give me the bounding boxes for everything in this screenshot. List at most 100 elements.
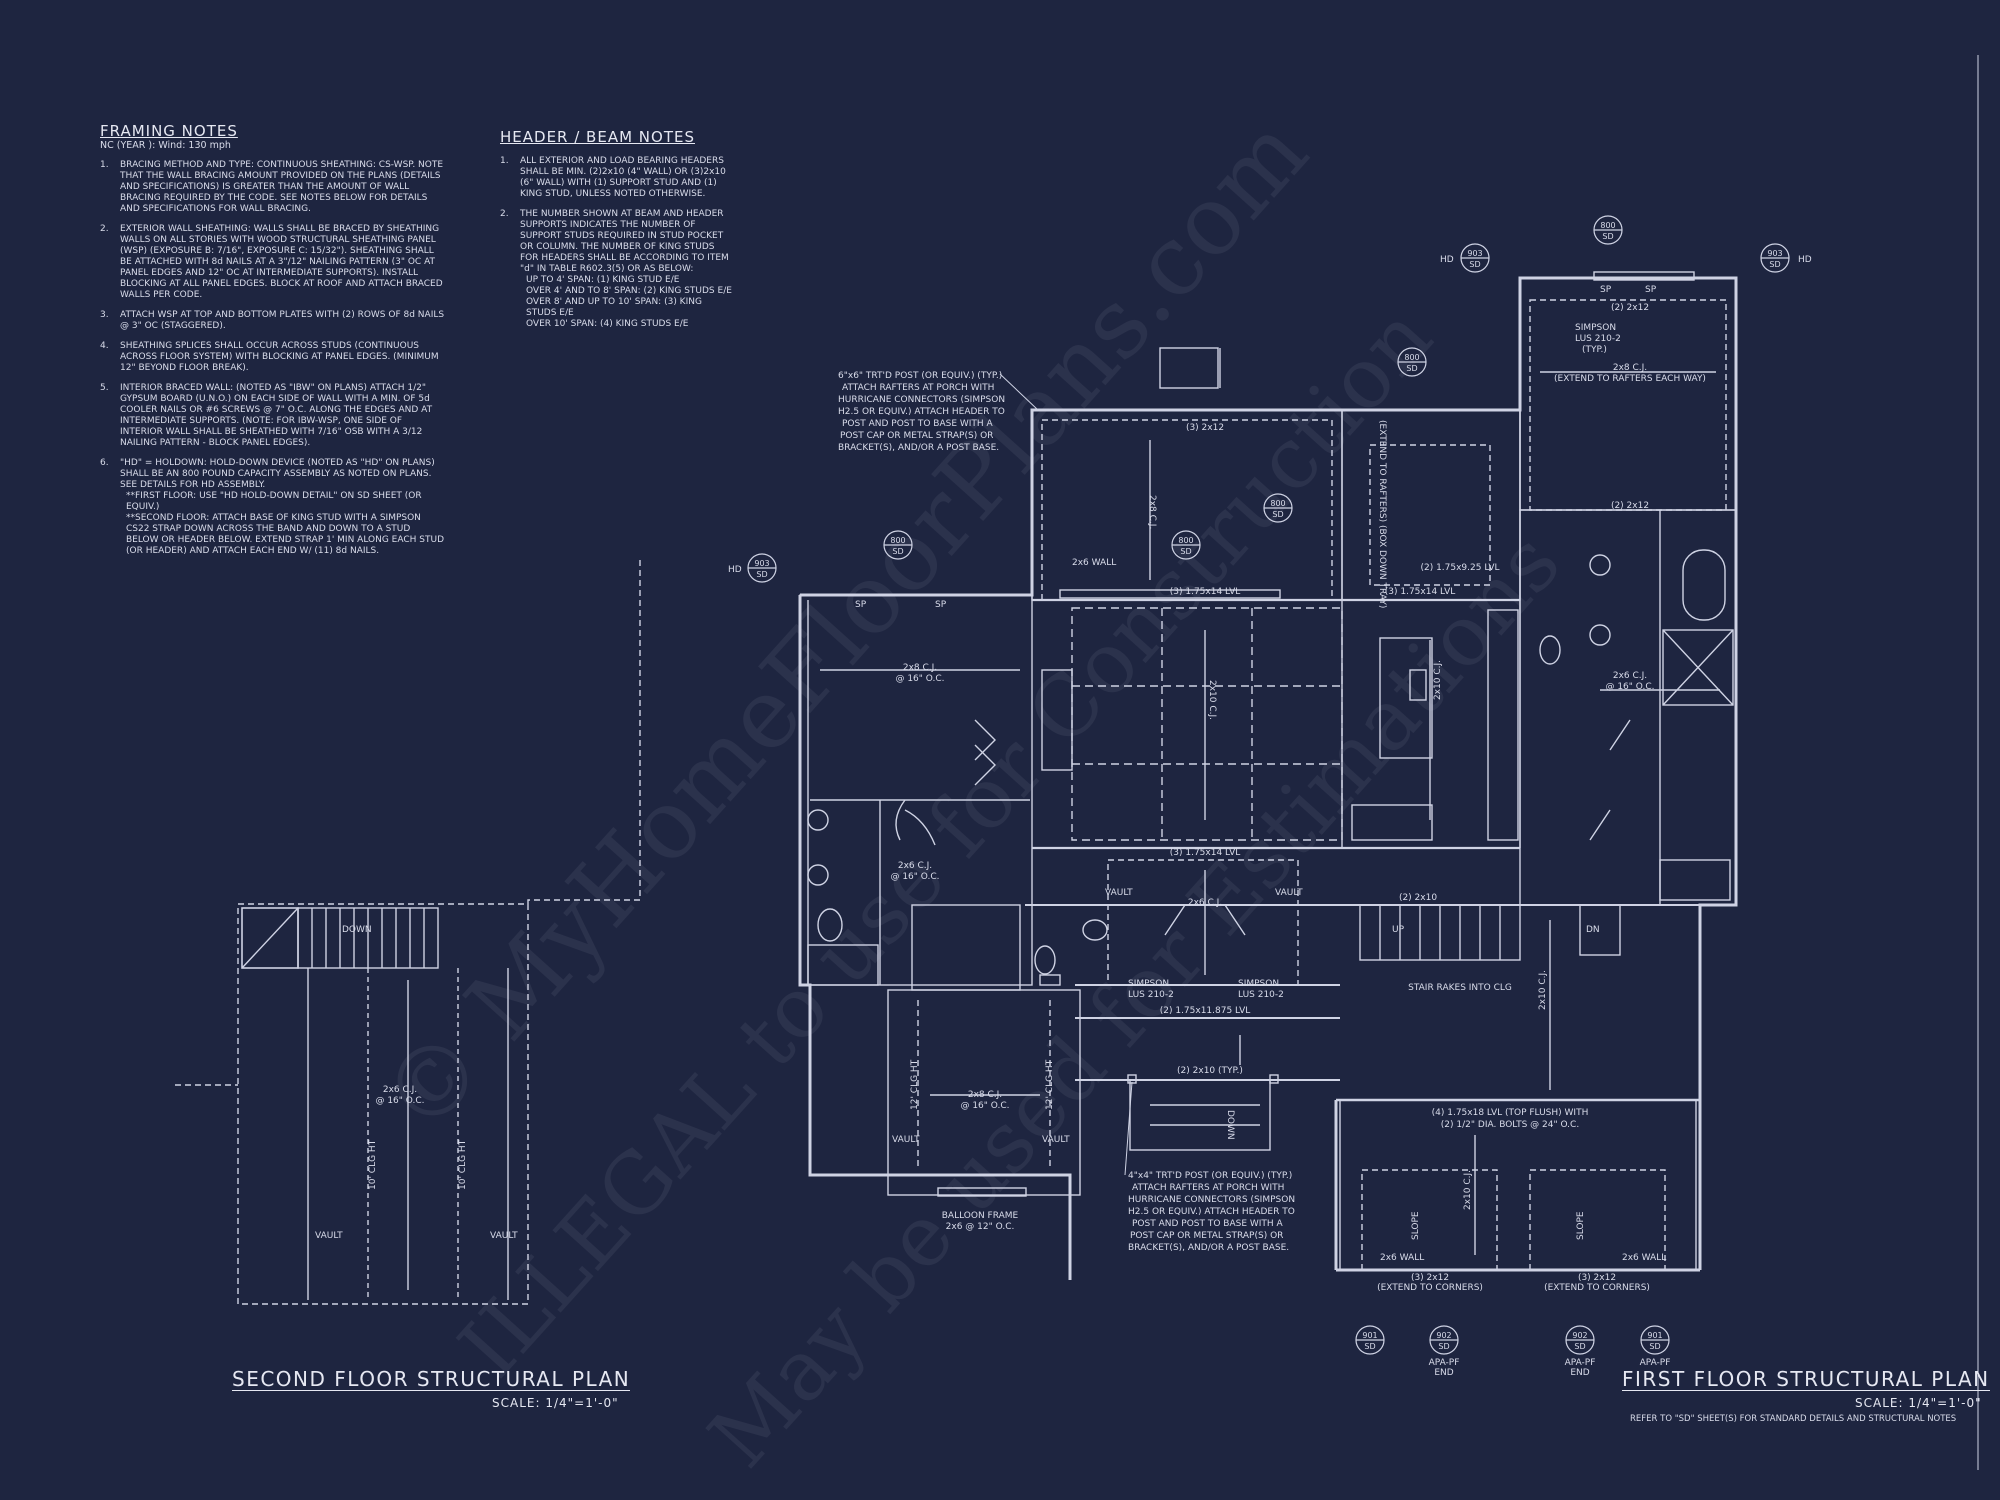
section-callouts bbox=[747, 215, 1790, 1355]
toilet bbox=[1034, 945, 1056, 975]
bathtub bbox=[807, 944, 879, 986]
wall-sp bbox=[1059, 589, 1281, 599]
label-cj: 2x10 C.J. bbox=[1463, 1170, 1473, 1210]
callout-sheet: SD bbox=[892, 547, 903, 556]
foyer-joists bbox=[1107, 859, 1299, 986]
door-swing bbox=[1164, 904, 1186, 936]
framing-note: 3.ATTACH WSP AT TOP AND BOTTOM PLATES WI… bbox=[100, 310, 445, 331]
door-swing bbox=[895, 799, 906, 841]
callout-sheet: SD bbox=[1272, 510, 1283, 519]
label-sp: SP bbox=[1645, 285, 1657, 295]
label-apa: APA-PF bbox=[1640, 1358, 1671, 1368]
door-swing bbox=[1224, 904, 1246, 936]
garage-door-header bbox=[1361, 1169, 1498, 1271]
kitchen-counter bbox=[1487, 609, 1519, 841]
header-subnote: UP TO 4' SPAN: (1) KING STUD E/E bbox=[526, 275, 680, 285]
svg-text:ATTACH RAFTERS AT PORCH WITH: ATTACH RAFTERS AT PORCH WITH bbox=[842, 383, 994, 393]
door-swing bbox=[1609, 719, 1631, 751]
second-floor-outline-link bbox=[527, 560, 641, 904]
callout-number: 901 bbox=[1362, 1331, 1377, 1340]
label-hd: HD bbox=[1798, 255, 1812, 265]
post-note-top: 6"x6" TRT'D POST (OR EQUIV.) (TYP.) ATTA… bbox=[838, 371, 1039, 453]
island-sink bbox=[1409, 669, 1427, 701]
label-header: (3) 2x12 bbox=[1411, 1273, 1449, 1283]
label-lvl: (3) 1.75x14 LVL bbox=[1170, 848, 1240, 858]
sink bbox=[1589, 624, 1611, 646]
framing-subnote: **FIRST FLOOR: USE "HD HOLD-DOWN DETAIL"… bbox=[126, 491, 422, 512]
second-floor-plan bbox=[175, 560, 641, 1305]
callout-sheet: SD bbox=[1574, 1342, 1585, 1351]
label-header: (3) 2x12 bbox=[1186, 423, 1224, 433]
label-end: END bbox=[1434, 1368, 1453, 1378]
chimney bbox=[1159, 347, 1219, 389]
label-header: (2) 2x12 bbox=[1611, 501, 1649, 511]
label-lvl: (3) 1.75x14 LVL bbox=[1170, 587, 1240, 597]
label-cj: 2x6 C.J. bbox=[1613, 671, 1647, 681]
framing-note: 6."HD" = HOLDOWN: HOLD-DOWN DEVICE (NOTE… bbox=[100, 458, 445, 556]
callout-901 bbox=[1640, 1325, 1670, 1355]
label-balloon-spacing: 2x6 @ 12" O.C. bbox=[946, 1222, 1015, 1232]
post-note-bottom: 4"x4" TRT'D POST (OR EQUIV.) (TYP.) ATTA… bbox=[1124, 1081, 1295, 1253]
label-cj: 2x8 C.J. bbox=[1147, 495, 1157, 529]
porch-room bbox=[1031, 409, 1343, 601]
header-subnote: OVER 8' AND UP TO 10' SPAN: (3) KING STU… bbox=[526, 297, 702, 318]
family-room-joists bbox=[1071, 607, 1343, 841]
bathtub bbox=[1682, 549, 1726, 621]
shower bbox=[1662, 629, 1734, 706]
callout-903 bbox=[1460, 243, 1490, 273]
toilet-tank bbox=[1039, 974, 1061, 986]
label-vault: VAULT bbox=[490, 1231, 518, 1241]
bedroom-outline bbox=[799, 594, 1033, 986]
framing-notes-title: FRAMING NOTES bbox=[100, 122, 238, 140]
callout-903 bbox=[747, 553, 777, 583]
kitchen-island bbox=[1379, 637, 1433, 759]
label-box-tray: (EXTEND TO RAFTERS) (BOX DOWN TRAY) bbox=[1377, 420, 1387, 608]
sink bbox=[807, 809, 829, 831]
callout-sheet: SD bbox=[1649, 1342, 1660, 1351]
callout-800 bbox=[1263, 493, 1293, 523]
label-hd: HD bbox=[1440, 255, 1454, 265]
toilet bbox=[1539, 635, 1561, 665]
callout-sheet: SD bbox=[1602, 232, 1613, 241]
framing-note: 2.EXTERIOR WALL SHEATHING: WALLS SHALL B… bbox=[100, 224, 443, 300]
label-up: UP bbox=[1392, 925, 1405, 935]
fireplace bbox=[1041, 669, 1073, 771]
callout-number: 903 bbox=[1467, 249, 1482, 258]
label-vault: VAULT bbox=[1042, 1135, 1070, 1145]
label-wall: 2x6 WALL bbox=[1380, 1253, 1424, 1263]
callout-800 bbox=[883, 530, 913, 560]
callout-number: 800 bbox=[1600, 221, 1615, 230]
label-balloon: BALLOON FRAME bbox=[942, 1211, 1019, 1221]
label-clg-height: 12' CLG HT bbox=[910, 1059, 920, 1110]
label-header: (2) 2x12 bbox=[1611, 303, 1649, 313]
callout-sheet: SD bbox=[1438, 1342, 1449, 1351]
first-floor-scale: SCALE: 1/4"=1'-0" bbox=[1855, 1396, 1982, 1410]
svg-text:H2.5 OR EQUIV.) ATTACH HEADER: H2.5 OR EQUIV.) ATTACH HEADER TO bbox=[1128, 1207, 1295, 1217]
exterior-wall bbox=[798, 595, 1072, 1280]
label-vault: VAULT bbox=[1275, 888, 1303, 898]
first-floor-plan bbox=[798, 271, 1738, 1280]
door-swing bbox=[1589, 809, 1611, 841]
header-subnote: OVER 4' AND TO 8' SPAN: (2) KING STUDS E… bbox=[526, 286, 732, 296]
master-sitting-joists bbox=[1529, 299, 1727, 511]
label-cj: 2x8 C.J. bbox=[903, 663, 937, 673]
svg-text:POST AND POST TO BASE WITH A: POST AND POST TO BASE WITH A bbox=[842, 419, 994, 429]
label-cj: 2x6 C.J. bbox=[383, 1085, 417, 1095]
label-cj: 2x10 C.J. bbox=[1207, 680, 1217, 720]
label-slope: SLOPE bbox=[1411, 1211, 1421, 1240]
label-sp: SP bbox=[935, 600, 947, 610]
svg-text:HURRICANE CONNECTORS (SIMPSON: HURRICANE CONNECTORS (SIMPSON bbox=[1128, 1195, 1295, 1205]
drawing-labels: DOWN 2x6 C.J. @ 16" O.C. VAULT VAULT 10'… bbox=[315, 221, 1812, 1378]
framing-subnote: **SECOND FLOOR: ATTACH BASE OF KING STUD… bbox=[126, 513, 445, 556]
label-cj: 2x8 C.J. bbox=[968, 1090, 1002, 1100]
svg-text:4"x4" TRT'D POST (OR EQUIV.) (: 4"x4" TRT'D POST (OR EQUIV.) (TYP.) bbox=[1128, 1171, 1292, 1181]
label-slope: SLOPE bbox=[1576, 1211, 1586, 1240]
label-end: END bbox=[1570, 1368, 1589, 1378]
label-extend-rafters: (EXTEND TO RAFTERS EACH WAY) bbox=[1554, 374, 1706, 384]
label-simpson: SIMPSON bbox=[1575, 323, 1616, 333]
label-sp: SP bbox=[1600, 285, 1612, 295]
label-cj: 2x8 C.J. bbox=[1613, 363, 1647, 373]
label-lvl: (2) 1.75x9.25 LVL bbox=[1420, 563, 1499, 573]
label-apa: APA-PF bbox=[1429, 1358, 1460, 1368]
stair-diagonal bbox=[241, 907, 299, 969]
